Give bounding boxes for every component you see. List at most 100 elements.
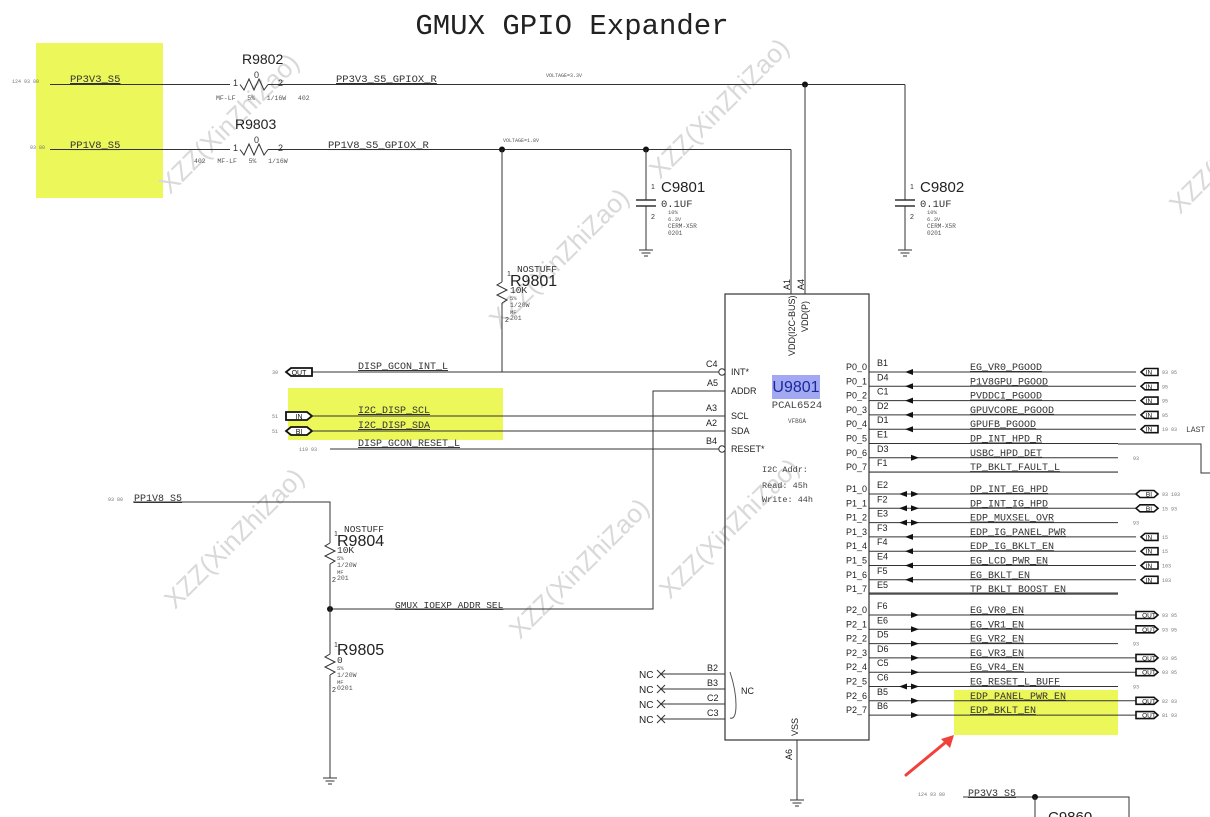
net-label-pp1v8-s5[interactable]: PP1V8_S5 (70, 140, 120, 152)
pin-ball: D6 (877, 644, 889, 654)
net-label[interactable]: EG_VR0_PGOOD (970, 363, 1042, 374)
net-label[interactable]: EDP_BKLT_EN (970, 706, 1036, 717)
page-title: GMUX GPIO Expander (415, 10, 728, 43)
watermark-text: XZZ(XinZhiZao) (503, 492, 655, 644)
refdes-r9802[interactable]: R9802 (242, 51, 283, 67)
port-flag-out[interactable] (1135, 624, 1160, 634)
port-flag-out[interactable] (1135, 653, 1160, 663)
port-flag-in[interactable] (1139, 367, 1159, 377)
pin-number: 2 (651, 214, 655, 221)
net-label[interactable]: EG_LCD_PWR_EN (970, 557, 1048, 568)
net-label[interactable]: EG_RESET_L_BUFF (970, 678, 1060, 689)
ic-refdes[interactable]: U9801 (772, 379, 819, 396)
net-label[interactable]: TP_BKLT_BOOST_EN (970, 585, 1066, 596)
net-label[interactable]: EG_VR3_EN (970, 649, 1024, 660)
port-flag-out[interactable] (1135, 610, 1160, 620)
port-flag-in[interactable] (1139, 561, 1159, 570)
net-label[interactable]: P1V8GPU_PGOOD (970, 377, 1048, 388)
port-flag-in[interactable] (285, 411, 314, 421)
resistor-symbol-r9803[interactable] (239, 142, 269, 157)
resistor-symbol-r9802[interactable] (239, 77, 269, 92)
resistor-symbol-r9804[interactable] (323, 542, 337, 565)
net-label[interactable]: DP_INT_HPD_R (970, 435, 1042, 446)
net-label[interactable]: USBC_HPD_DET (970, 449, 1042, 460)
port-flag-in[interactable] (1139, 410, 1159, 420)
port-flag-in[interactable] (1139, 546, 1159, 556)
net-label[interactable]: EG_VR2_EN (970, 635, 1024, 646)
net-label[interactable]: DISP_GCON_INT_L (358, 362, 448, 373)
net-label[interactable]: GPUVCORE_PGOOD (970, 406, 1054, 417)
nc-label: NC (639, 670, 653, 681)
resistor-r9801[interactable]: 1 NOSTUFF R9801 10K 5% 1/20W MF 2 201 (495, 149, 557, 373)
pin-name: RESET* (731, 444, 765, 454)
port-flag-out[interactable] (284, 367, 313, 377)
port-flag-in[interactable] (1139, 575, 1159, 585)
refdes-r9805[interactable]: R9805 (337, 642, 384, 659)
net-label-pp3v3-gpiox[interactable]: PP3V3_S5_GPIOX_R (336, 74, 438, 86)
net-label[interactable]: GPUFB_PGOOD (970, 420, 1036, 431)
net-label-pp3v3-s5[interactable]: PP3V3_S5 (70, 74, 120, 86)
ground-icon (638, 249, 654, 257)
net-label[interactable]: EDP_IG_BKLT_EN (970, 542, 1054, 553)
net-label[interactable]: EG_BKLT_EN (970, 571, 1030, 582)
port-name: P0_7 (846, 462, 867, 472)
pin-number: 2 (332, 687, 336, 694)
port-flag-bi[interactable] (284, 426, 314, 436)
net-label[interactable]: I2C_DISP_SDA (358, 421, 430, 432)
arrow-in-icon (905, 397, 913, 404)
pin-ball: E3 (877, 509, 888, 519)
net-label[interactable]: EDP_IG_PANEL_PWR (970, 528, 1066, 539)
refdes-r9801[interactable]: R9801 (510, 273, 557, 290)
pin-ball: E1 (877, 430, 888, 440)
net-refs: 95 (1162, 399, 1168, 405)
net-label[interactable]: EDP_PANEL_PWR_EN (970, 692, 1066, 703)
pin-name-vdd-bus: VDD(I2C-BUS) (787, 295, 797, 356)
resistor-type: MF (510, 309, 517, 316)
net-label[interactable]: EG_VR0_EN (970, 606, 1024, 617)
cap-refdes[interactable]: C9801 (661, 179, 705, 196)
net-label[interactable]: TP_BKLT_FAULT_L (970, 463, 1060, 474)
net-label[interactable]: PVDDCI_PGOOD (970, 392, 1042, 403)
net-label[interactable]: EG_VR1_EN (970, 620, 1024, 631)
resistor-symbol-r9805[interactable] (323, 635, 337, 676)
net-label[interactable]: DP_INT_EG_HPD (970, 485, 1048, 496)
cap-value: 0.1UF (661, 199, 693, 211)
net-label-pp3v3-s5-bottom[interactable]: PP3V3_S5 (968, 789, 1016, 800)
net-label[interactable]: EDP_MUXSEL_OVR (970, 514, 1054, 525)
net-refs: 119 93 (299, 447, 317, 453)
net-label[interactable]: I2C_DISP_SCL (358, 406, 430, 417)
net-refs: 93 95 (1162, 613, 1177, 619)
pin-ball: E5 (877, 580, 888, 590)
net-label[interactable]: DISP_GCON_RESET_L (358, 439, 460, 450)
net-label-addr-sel[interactable]: GMUX_IOEXP_ADDR_SEL (395, 600, 504, 611)
port-name: P1_5 (846, 556, 867, 566)
refdes-r9804[interactable]: R9804 (337, 533, 384, 550)
port-flag-in[interactable] (1139, 532, 1159, 542)
net-label[interactable]: EG_VR4_EN (970, 663, 1024, 674)
port-name: P0_0 (846, 362, 867, 372)
port-flag-out[interactable] (1135, 667, 1160, 677)
pin-ball: F2 (877, 494, 888, 504)
refdes-r9803[interactable]: R9803 (235, 116, 276, 132)
port-name: P2_3 (846, 648, 867, 658)
port-flag-out[interactable] (1135, 696, 1160, 706)
net-label[interactable]: DP_INT_IG_HPD (970, 499, 1048, 510)
net-label-pp1v8-gpiox[interactable]: PP1V8_S5_GPIOX_R (328, 140, 430, 152)
port-flag-bi[interactable] (1134, 489, 1160, 499)
nc-group-label: NC (741, 686, 754, 696)
port-flag-in[interactable] (1139, 424, 1159, 434)
net-label-pp1v8-s5-lower[interactable]: PP1V8_S5 (134, 494, 182, 505)
cap-refdes[interactable]: C9802 (920, 179, 964, 196)
net-refs: 93 (1133, 456, 1139, 462)
port-flag-out[interactable] (1135, 710, 1160, 720)
port-flag-in[interactable] (1139, 396, 1159, 405)
watermark-text: XZZ(XinZhiZao) (653, 452, 805, 604)
port-flag-bi[interactable] (1134, 503, 1160, 513)
pin-number: 1 (233, 143, 238, 153)
port-flag-in[interactable] (1139, 381, 1159, 391)
